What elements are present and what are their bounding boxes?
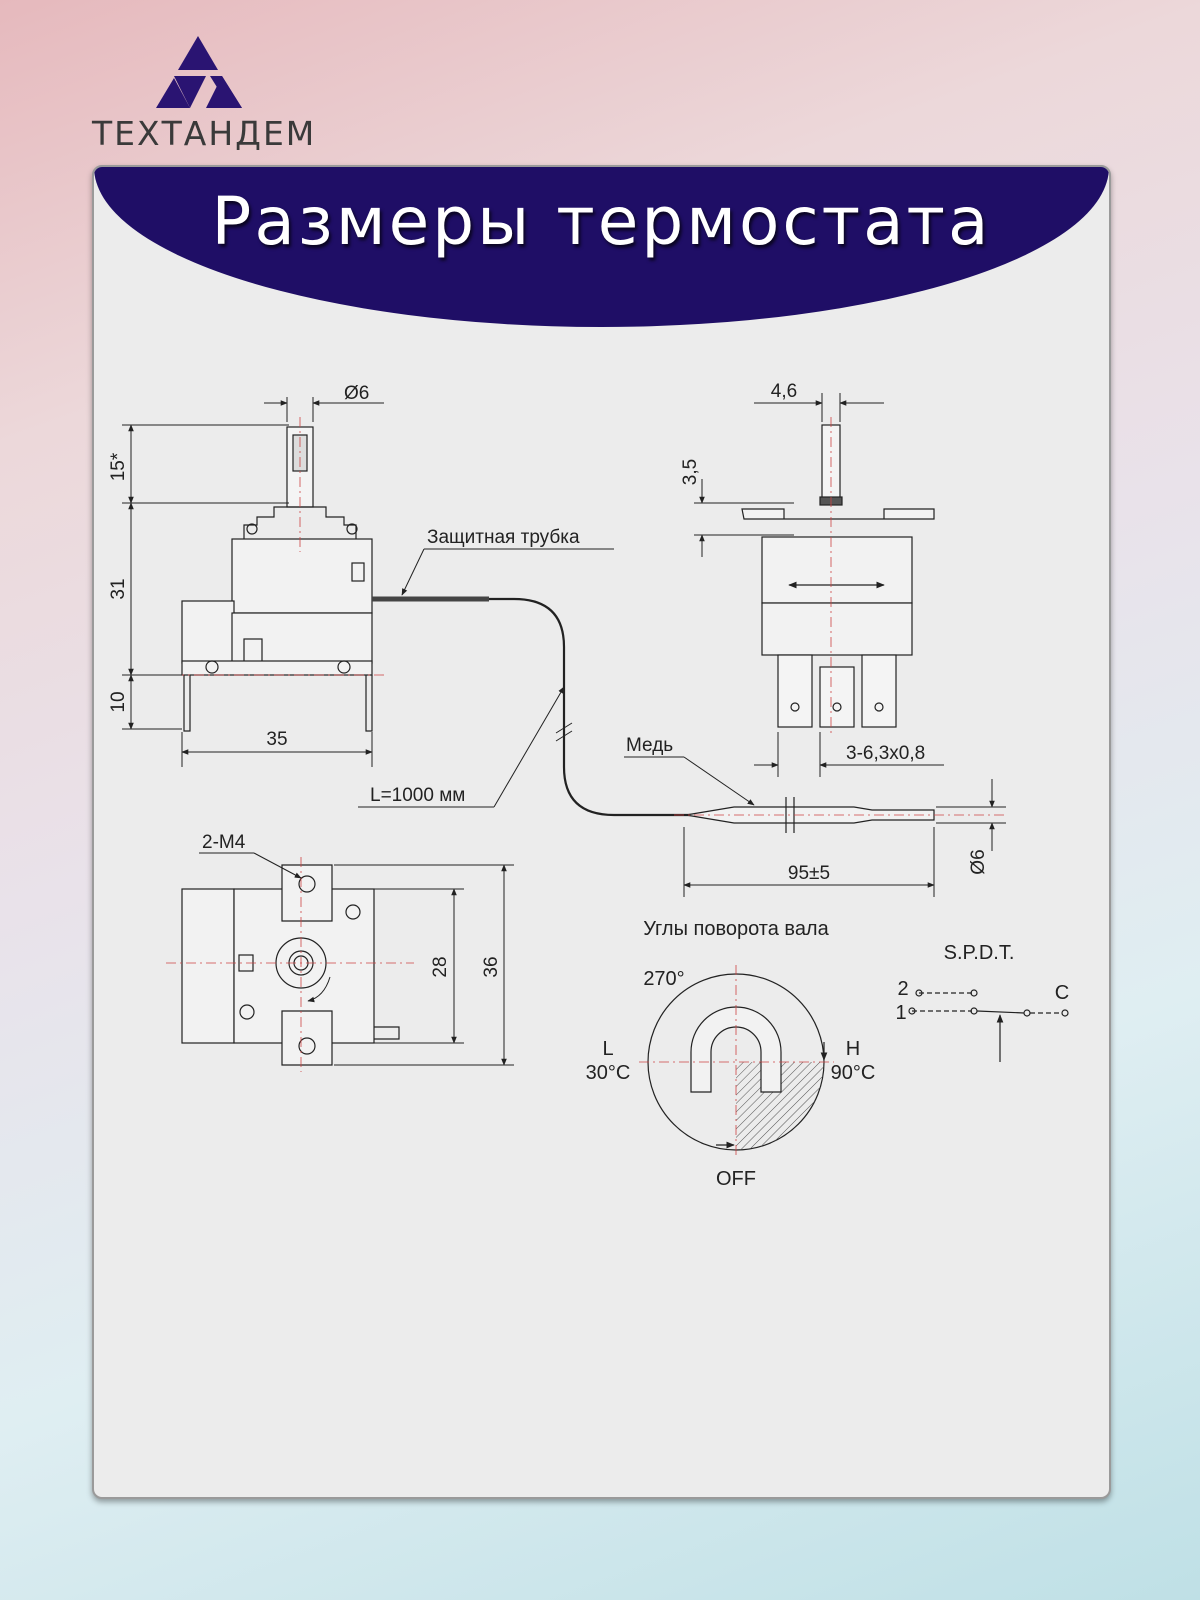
label-m4: 2-M4: [202, 832, 246, 853]
angle-off: OFF: [716, 1168, 756, 1190]
dim-4-6: 4,6: [771, 381, 797, 402]
dim-terminals: 3-6,3x0,8: [846, 743, 925, 764]
angle-H: H: [846, 1038, 860, 1060]
brand-name: ТЕХТАНДЕМ: [92, 114, 317, 153]
page-title: Размеры термостата: [211, 183, 992, 260]
dim-d6-top: Ø6: [344, 383, 369, 404]
spdt-2: 2: [897, 978, 908, 1000]
angles-title: Углы поворота вала: [643, 918, 829, 940]
dim-36: 36: [481, 956, 502, 977]
thermostat-drawing: Ø6 15* 31 10 35 Защитная трубка L=1000 м…: [108, 381, 1069, 1190]
spdt-C: C: [1055, 982, 1069, 1004]
angle-L: L: [602, 1038, 613, 1060]
spdt-1: 1: [895, 1002, 906, 1024]
front-view: [181, 426, 694, 817]
dim-28: 28: [430, 956, 451, 977]
dim-15: 15*: [108, 452, 129, 481]
angle-270: 270°: [643, 968, 684, 990]
label-tube: Защитная трубка: [427, 527, 580, 548]
spdt-switch-icon: [908, 989, 1069, 1062]
dim-3-5: 3,5: [680, 459, 701, 485]
side-view: [741, 424, 935, 728]
diagram-panel: Размеры термостата: [92, 165, 1111, 1499]
angle-L-temp: 30°C: [586, 1062, 631, 1084]
label-length: L=1000 мм: [370, 785, 465, 806]
brand-logo-icon: [156, 36, 242, 108]
dim-95: 95±5: [788, 863, 830, 884]
dim-10: 10: [108, 691, 129, 712]
dim-31: 31: [108, 578, 129, 599]
spdt-title: S.P.D.T.: [944, 942, 1015, 964]
angle-H-temp: 90°C: [831, 1062, 876, 1084]
top-view: [181, 864, 400, 1066]
dim-35: 35: [266, 729, 287, 750]
dim-d6-bulb: Ø6: [968, 849, 989, 874]
label-copper: Медь: [626, 735, 673, 756]
